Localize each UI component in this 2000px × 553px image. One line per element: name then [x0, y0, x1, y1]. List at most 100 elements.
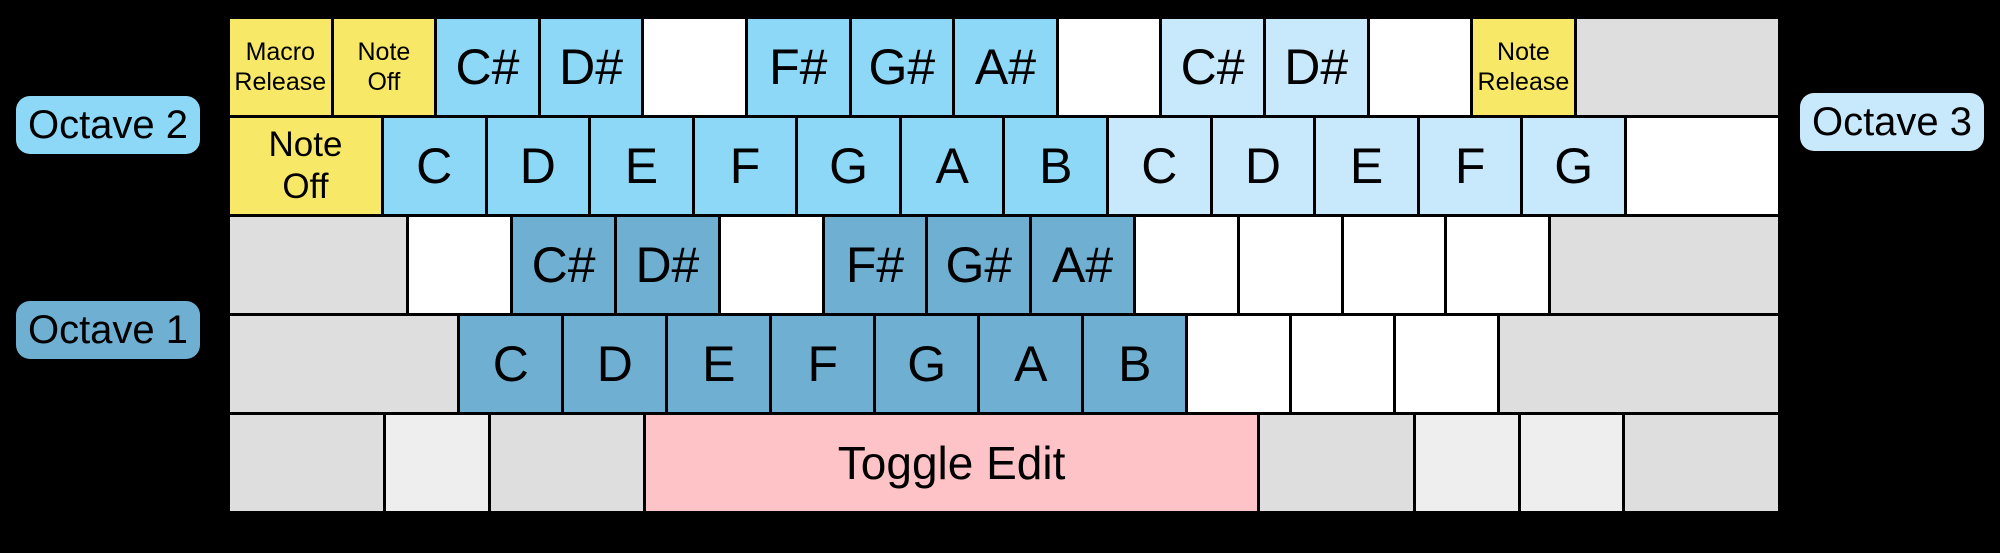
key-label: D#	[635, 237, 700, 293]
key-blank-gray	[1551, 217, 1778, 313]
key-dsharp: D#	[617, 217, 718, 313]
key-d: D	[1212, 118, 1314, 214]
octave-3-label: Octave 3	[1800, 93, 1984, 151]
key-blank-white	[1292, 316, 1394, 412]
key-label: G#	[945, 237, 1013, 293]
key-label: F	[729, 138, 761, 194]
key-blank-white	[409, 217, 511, 313]
key-blank-gray	[1625, 415, 1778, 511]
key-label: C	[1141, 138, 1178, 194]
key-label: C	[492, 336, 529, 392]
key-label: Off	[367, 68, 401, 96]
key-blank-white	[1447, 217, 1549, 313]
key-label: B	[1118, 336, 1152, 392]
key-csharp: C#	[513, 217, 614, 313]
key-f: F	[1419, 118, 1521, 214]
key-blank-lgray	[1415, 415, 1518, 511]
key-gsharp: G#	[928, 217, 1030, 313]
key-fsharp: F#	[824, 217, 926, 313]
key-label: Note	[1497, 38, 1550, 66]
key-blank-white	[1369, 19, 1471, 115]
key-blank-white	[1396, 316, 1498, 412]
key-b: B	[1084, 316, 1186, 412]
key-label: E	[624, 138, 659, 194]
key-blank-white	[1239, 217, 1341, 313]
key-f: F	[694, 118, 796, 214]
key-blank-white	[1188, 316, 1290, 412]
key-blank-gray	[230, 316, 458, 412]
key-label: F	[1454, 138, 1486, 194]
key-blank-gray	[1260, 415, 1413, 511]
key-c: C	[1109, 118, 1210, 214]
key-label: C#	[455, 39, 520, 95]
key-e: E	[591, 118, 692, 214]
key-b: B	[1005, 118, 1107, 214]
key-label: A	[935, 138, 969, 194]
key-d: D	[487, 118, 589, 214]
key-dsharp: D#	[540, 19, 642, 115]
key-blank-white	[1627, 118, 1778, 214]
key-csharp: C#	[437, 19, 538, 115]
octave-2-label: Octave 2	[16, 96, 200, 154]
key-e: E	[668, 316, 770, 412]
key-c: C	[460, 316, 562, 412]
home-row: C# D# F# G# A#	[230, 217, 1778, 313]
key-blank-gray	[490, 415, 644, 511]
key-label: Release	[234, 68, 327, 96]
key-label: A#	[974, 39, 1037, 95]
key-label: Note	[268, 125, 343, 164]
key-g: G	[876, 316, 978, 412]
key-blank-lgray	[385, 415, 488, 511]
key-label: D#	[1284, 39, 1349, 95]
key-e: E	[1316, 118, 1417, 214]
key-label: G	[829, 138, 869, 194]
key-label: Release	[1477, 68, 1570, 96]
key-label: E	[702, 336, 736, 392]
key-gsharp: G#	[851, 19, 953, 115]
key-blank-white	[1343, 217, 1445, 313]
key-g: G	[1523, 118, 1625, 214]
key-label: A	[1014, 336, 1048, 392]
key-label: A#	[1052, 237, 1114, 293]
key-c: C	[383, 118, 485, 214]
key-label: Macro	[245, 38, 316, 66]
key-a: A	[980, 316, 1082, 412]
key-label: G	[907, 336, 947, 392]
key-label: C#	[531, 237, 596, 293]
key-fsharp: F#	[747, 19, 849, 115]
key-blank-white	[720, 217, 822, 313]
key-blank-lgray	[1520, 415, 1623, 511]
key-asharp: A#	[955, 19, 1056, 115]
key-blank-gray	[230, 415, 383, 511]
key-d: D	[564, 316, 666, 412]
key-label: D	[596, 336, 633, 392]
key-csharp: C#	[1162, 19, 1263, 115]
key-label: C#	[1180, 39, 1245, 95]
key-blank-gray	[1500, 316, 1778, 412]
key-label: C	[416, 138, 453, 194]
key-dsharp: D#	[1265, 19, 1367, 115]
key-f: F	[772, 316, 874, 412]
key-blank-gray	[230, 217, 407, 313]
key-blank-gray	[1576, 19, 1778, 115]
key-blank-white	[1135, 217, 1237, 313]
key-label: F#	[845, 237, 905, 293]
space-row: Toggle Edit	[230, 415, 1778, 511]
key-label: F	[807, 336, 839, 392]
key-label: D	[519, 138, 556, 194]
key-label: Note	[357, 38, 411, 66]
key-label: B	[1039, 138, 1073, 194]
key-label: G	[1554, 138, 1594, 194]
key-g: G	[798, 118, 899, 214]
key-asharp: A#	[1032, 217, 1133, 313]
key-toggle-edit: Toggle Edit	[646, 415, 1257, 511]
key-label: F#	[769, 39, 828, 95]
key-label: G#	[868, 39, 936, 95]
